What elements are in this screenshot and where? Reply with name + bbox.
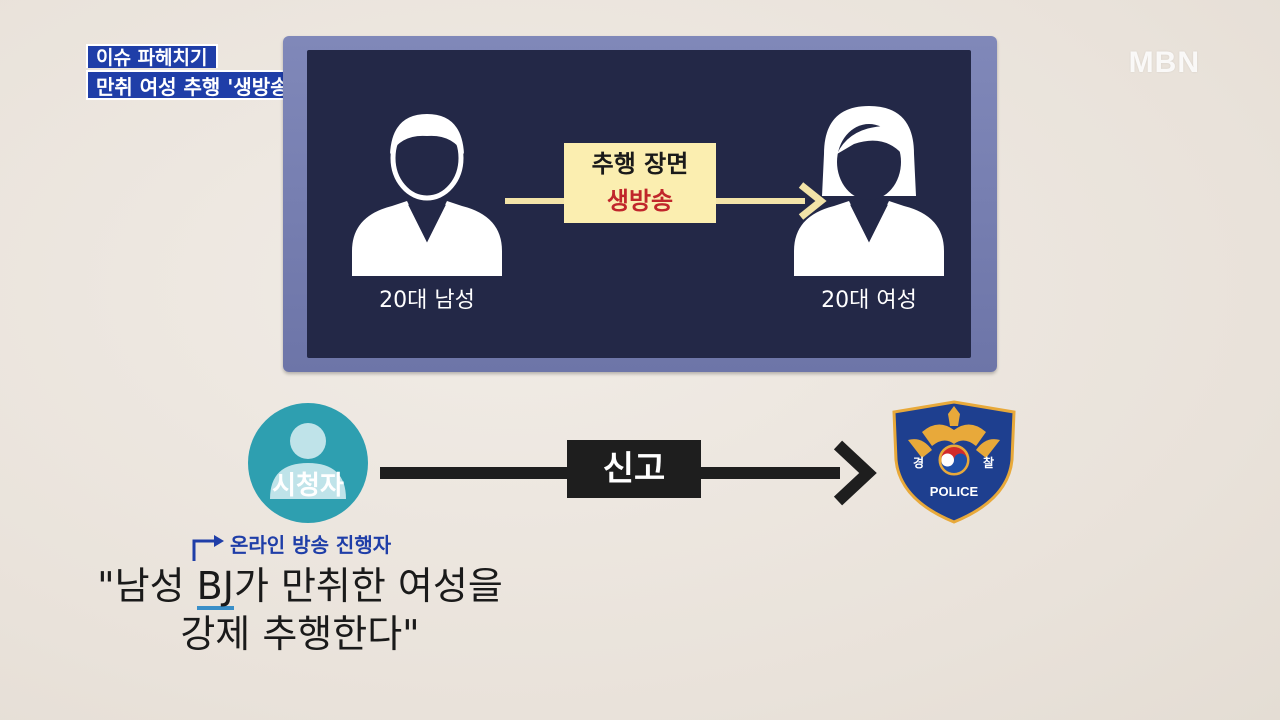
man-label: 20대 남성 — [379, 288, 475, 313]
viewer-avatar-icon: 시청자 — [248, 403, 368, 523]
arrow-right-icon — [798, 182, 827, 220]
scene-line2: 생방송 — [606, 187, 674, 215]
male-person-icon — [352, 114, 502, 276]
annotation-label: 온라인 방송 진행자 — [230, 533, 392, 557]
scene-line1: 추행 장면 — [591, 150, 689, 178]
quote-line1: "남성 BJ가 만취한 여성을 — [60, 562, 540, 610]
report-label: 신고 — [567, 440, 701, 498]
scene-box: 추행 장면 생방송 — [564, 143, 716, 223]
police-badge-right-char: 찰 — [983, 456, 995, 470]
woman-label: 20대 여성 — [821, 288, 917, 313]
caption-category: 이슈 파헤치기 — [86, 44, 218, 69]
quote-bj: BJ — [196, 564, 234, 610]
quote-line1-after: 가 만취한 여성을 — [233, 564, 503, 608]
female-person-icon — [794, 106, 944, 276]
viewer-label: 시청자 — [272, 471, 344, 501]
police-badge-icon — [892, 400, 1016, 524]
arrow-right-icon — [833, 440, 877, 506]
caption-headline: 만취 여성 추행 '생방송' — [86, 70, 305, 100]
broadcaster-logo: MBN — [1128, 46, 1200, 79]
quote-line1-before: "남성 — [97, 564, 197, 608]
corner-arrow-icon — [192, 535, 224, 561]
quote-text: "남성 BJ가 만취한 여성을 강제 추행한다" — [60, 562, 540, 658]
police-badge-left-char: 경 — [913, 456, 925, 470]
police-badge-text: POLICE — [929, 484, 979, 499]
quote-line2: 강제 추행한다" — [180, 612, 420, 656]
